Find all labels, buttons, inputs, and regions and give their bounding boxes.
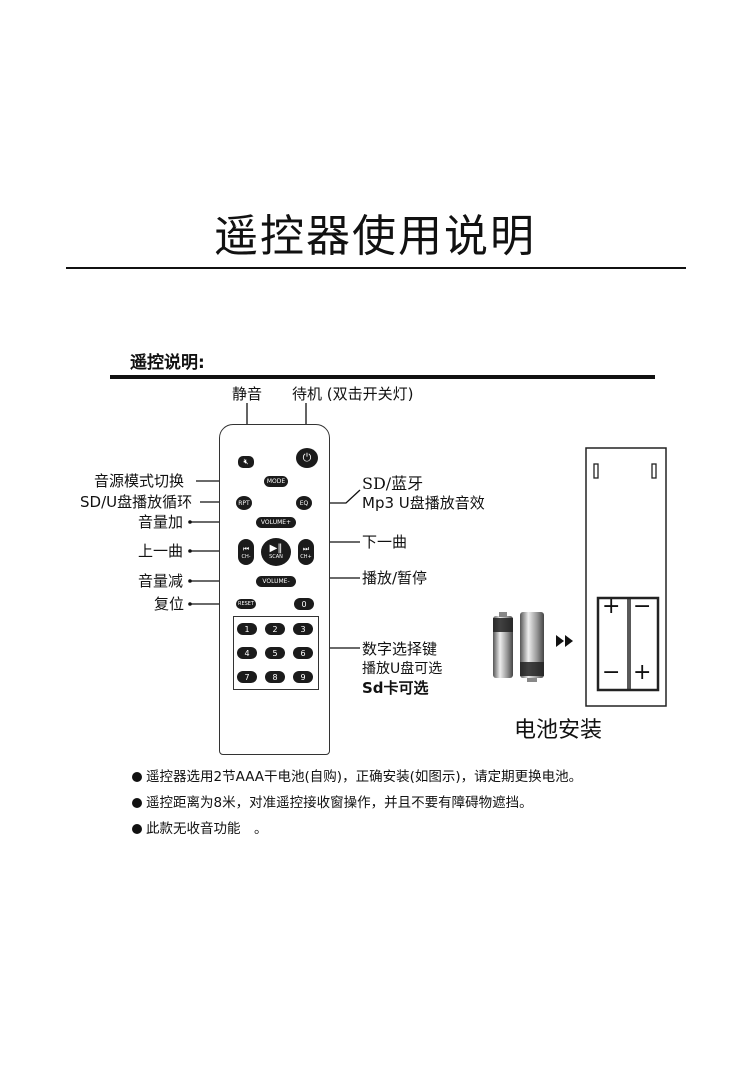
- prev-icon: ⏮: [242, 544, 250, 553]
- mute-button[interactable]: 🔇︎: [238, 456, 254, 468]
- volume-up-button[interactable]: VOLUME+: [256, 517, 296, 528]
- label-source-mode: 音源模式切换: [94, 472, 185, 490]
- number-3-button[interactable]: 3: [293, 623, 313, 635]
- eq-button[interactable]: EQ: [296, 496, 312, 510]
- number-4-button[interactable]: 4: [237, 647, 257, 659]
- label-volume-up: 音量加: [138, 513, 184, 531]
- volume-down-button[interactable]: VOLUME-: [256, 576, 296, 587]
- note-text: 遥控距离为8米，对准遥控接收窗操作，并且不要有障碍物遮挡。: [146, 795, 533, 811]
- power-icon: ⏻: [302, 451, 312, 464]
- label-number-sd: Sd卡可选: [362, 679, 429, 697]
- bullet-icon: [132, 798, 142, 808]
- label-volume-down: 音量减: [138, 572, 184, 590]
- arrow-icon: [556, 635, 564, 647]
- mode-button[interactable]: MODE: [264, 476, 288, 487]
- battery-minus-right: −: [633, 594, 652, 619]
- label-standby: 待机 (双击开关灯): [292, 385, 414, 403]
- number-8-button[interactable]: 8: [265, 671, 285, 683]
- mute-icon: 🔇︎: [243, 457, 249, 466]
- page-title: 遥控器使用说明: [214, 211, 536, 262]
- note-item: 此款无收音功能 。: [132, 817, 268, 837]
- label-reset: 复位: [154, 595, 185, 613]
- label-play-pause: 播放/暂停: [362, 569, 428, 587]
- note-item: 遥控器选用2节AAA干电池(自购)，正确安装(如图示)，请定期更换电池。: [132, 765, 582, 785]
- label-mute: 静音: [232, 385, 263, 403]
- battery-slot-left: [597, 597, 629, 691]
- battery-icon-2: [520, 612, 544, 682]
- section-heading: 遥控说明:: [130, 353, 205, 373]
- label-number-keys: 数字选择键: [362, 640, 438, 658]
- section-divider: [110, 375, 655, 379]
- next-button[interactable]: ⏭ CH+: [298, 539, 314, 565]
- play-pause-icon: ▶︎‖: [269, 543, 283, 554]
- bullet-icon: [132, 824, 142, 834]
- remote-control: [219, 424, 330, 755]
- label-repeat: SD/U盘播放循环: [80, 493, 193, 511]
- number-2-button[interactable]: 2: [265, 623, 285, 635]
- label-number-usb: 播放U盘可选: [362, 661, 443, 677]
- battery-caption: 电池安装: [514, 718, 603, 743]
- number-0-button[interactable]: 0: [294, 598, 314, 610]
- number-pad: [233, 616, 319, 690]
- bullet-icon: [132, 772, 142, 782]
- label-next: 下一曲: [362, 533, 408, 551]
- next-icon: ⏭: [302, 544, 310, 553]
- label-prev: 上一曲: [138, 542, 184, 560]
- prev-button-label: CH-: [241, 553, 251, 560]
- battery-plus-left: +: [602, 594, 621, 619]
- number-7-button[interactable]: 7: [237, 671, 257, 683]
- play-button-label: SCAN: [269, 554, 283, 560]
- battery-minus-left: −: [602, 660, 621, 685]
- note-text: 遥控器选用2节AAA干电池(自购)，正确安装(如图示)，请定期更换电池。: [146, 769, 583, 785]
- number-9-button[interactable]: 9: [293, 671, 313, 683]
- note-item: 遥控距离为8米，对准遥控接收窗操作，并且不要有障碍物遮挡。: [132, 791, 533, 811]
- label-sd-bluetooth: SD/蓝牙: [362, 474, 424, 493]
- prev-button[interactable]: ⏮ CH-: [238, 539, 254, 565]
- battery-illustration: [493, 447, 667, 707]
- number-6-button[interactable]: 6: [293, 647, 313, 659]
- power-button[interactable]: ⏻: [296, 448, 318, 468]
- battery-icon-1: [493, 612, 513, 678]
- reset-button[interactable]: RESET: [236, 599, 256, 609]
- play-pause-button[interactable]: ▶︎‖ SCAN: [261, 538, 291, 566]
- battery-plus-right: +: [633, 660, 652, 685]
- title-divider: [66, 267, 686, 269]
- number-1-button[interactable]: 1: [237, 623, 257, 635]
- number-5-button[interactable]: 5: [265, 647, 285, 659]
- label-eq: Mp3 U盘播放音效: [362, 494, 485, 512]
- note-text: 此款无收音功能 。: [146, 821, 268, 837]
- repeat-button[interactable]: RPT: [236, 496, 252, 510]
- next-button-label: CH+: [300, 553, 312, 560]
